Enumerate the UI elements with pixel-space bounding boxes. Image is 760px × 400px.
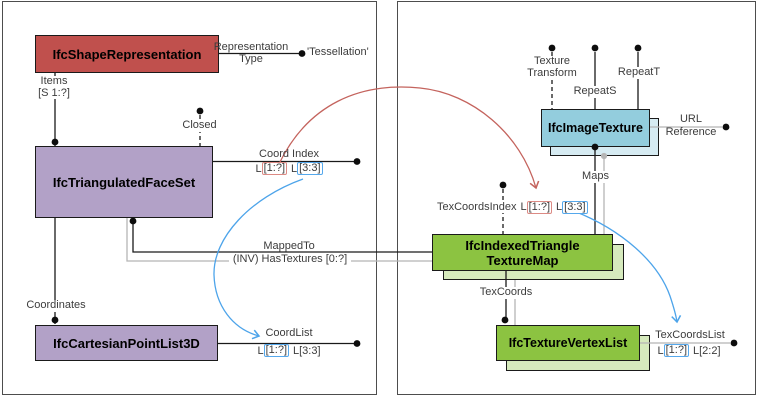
representation-type-label: Representation Type <box>209 41 293 65</box>
texture-transform-label: Texture Transform <box>521 55 583 79</box>
coord-index-cardinality: L[1:?] L[3:3] <box>249 162 329 175</box>
mapped-to-label: MappedTo <box>263 240 315 252</box>
coord-list-label: CoordList <box>265 327 313 339</box>
items-label-line1: Items <box>40 75 68 87</box>
items-label: Items [S 1:?] <box>30 75 78 99</box>
entity-ifc-cartesian-point-list-3d: IfcCartesianPointList3D <box>35 325 218 361</box>
representation-type-label-line1: Representation <box>213 41 289 53</box>
tex-coords-label: TexCoords <box>479 286 533 299</box>
inv-has-textures-label: (INV) HasTextures [0:?] <box>229 253 351 266</box>
representation-type-label-line2: Type <box>239 53 263 65</box>
coord-list-cardinality: L[1:?] L[3:3] <box>249 344 329 357</box>
repeat-s-label: RepeatS <box>570 85 620 98</box>
coord-list-bound-inner: [3:3] <box>299 344 321 357</box>
url-reference-label-line1: URL <box>679 113 702 125</box>
list-prefix: L <box>293 344 300 357</box>
tex-coords-list-cardinality: L[1:?] L[2:2] <box>647 344 731 357</box>
list-prefix: L <box>255 162 262 175</box>
coordinates-label: Coordinates <box>25 299 87 312</box>
tex-coords-index-label: TexCoordsIndex <box>436 200 518 214</box>
entity-label-line2: TextureMap <box>486 252 559 268</box>
entity-label-line1: IfcIndexedTriangle <box>465 237 580 253</box>
list-prefix: L <box>693 344 700 357</box>
tex-coords-index-label-row: TexCoordsIndex L[1:?] L[3:3] <box>436 201 588 214</box>
coord-list-bound-outer: [1:?] <box>263 344 289 357</box>
list-prefix: L <box>520 200 527 213</box>
texture-transform-label-line1: Texture <box>533 55 571 67</box>
entity-ifc-image-texture: IfcImageTexture <box>541 109 650 147</box>
entity-ifc-triangulated-face-set: IfcTriangulatedFaceSet <box>35 146 213 218</box>
texture-transform-label-line2: Transform <box>527 66 577 79</box>
tex-coords-index-bound-inner: [3:3] <box>562 201 588 214</box>
url-reference-label-line2: Reference <box>665 126 717 138</box>
tex-coords-list-bound-outer: [1:?] <box>663 344 689 357</box>
tex-coords-list-label: TexCoordsList <box>651 329 729 342</box>
list-prefix: L <box>257 344 264 357</box>
entity-ifc-texture-vertex-list: IfcTextureVertexList <box>496 325 640 361</box>
url-reference-label: URL Reference <box>662 113 720 139</box>
entity-ifc-shape-representation: IfcShapeRepresentation <box>35 35 219 73</box>
entity-ifc-indexed-triangle-texture-map: IfcIndexedTriangle TextureMap <box>432 234 613 271</box>
items-label-line2: [S 1:?] <box>38 86 70 99</box>
maps-label: Maps <box>577 170 614 183</box>
tex-coords-index-bound-outer: [1:?] <box>526 201 553 214</box>
closed-label: Closed <box>176 119 223 132</box>
tessellation-value-label: 'Tessellation' <box>307 46 369 58</box>
coord-index-bound-inner: [3:3] <box>297 162 323 175</box>
list-prefix: L <box>556 200 563 213</box>
coord-index-bound-outer: [1:?] <box>261 162 287 175</box>
list-prefix: L <box>657 344 664 357</box>
repeat-t-label: RepeatT <box>614 66 664 79</box>
coord-index-label: Coord Index <box>259 148 319 160</box>
tex-coords-list-bound-inner: [2:2] <box>699 344 721 357</box>
